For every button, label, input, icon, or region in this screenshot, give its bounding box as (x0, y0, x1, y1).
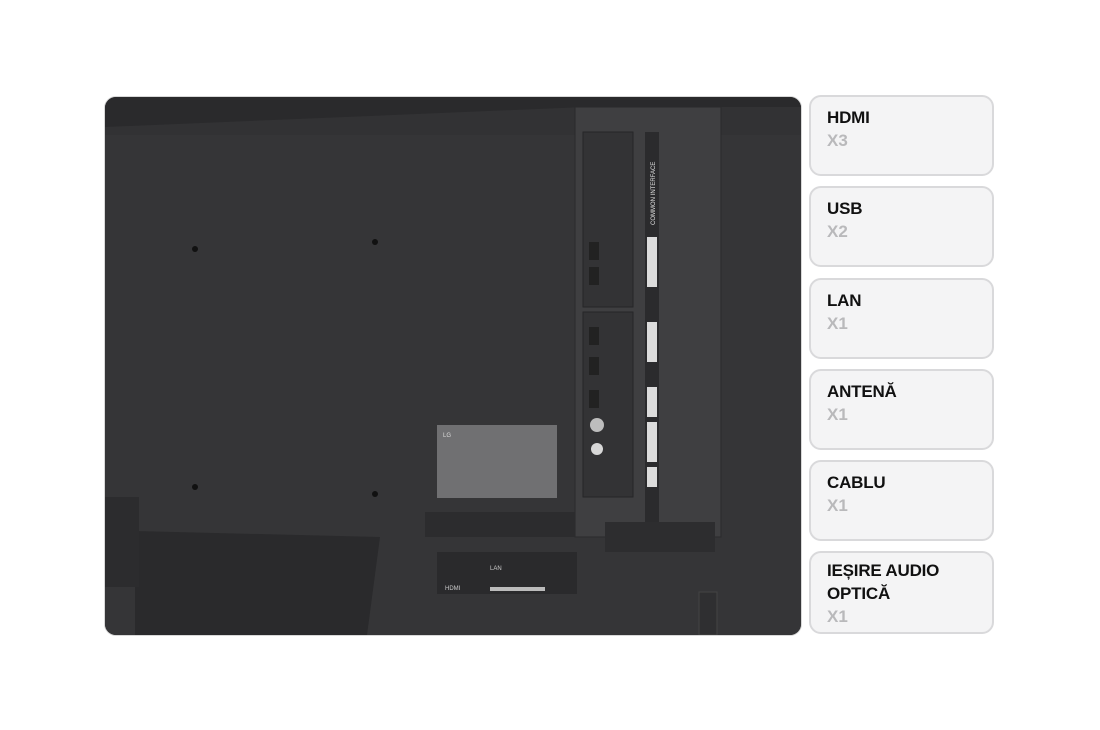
port-label: IEȘIRE AUDIO OPTICĂ (827, 561, 940, 603)
port-card-lan: LAN X1 (809, 278, 994, 359)
port-card-usb: USB X2 (809, 186, 994, 267)
port-label: HDMI (827, 108, 870, 127)
port-card-antenna: ANTENĂ X1 (809, 369, 994, 450)
port-count: X2 (827, 222, 848, 241)
port-label: LAN (827, 291, 862, 310)
port-card-optical-audio: IEȘIRE AUDIO OPTICĂ X1 (809, 551, 994, 634)
port-count: X1 (827, 314, 848, 333)
port-label: USB (827, 199, 863, 218)
port-card-cable: CABLU X1 (809, 460, 994, 541)
lg-logo-text: LG (443, 433, 451, 439)
lan-port-label: LAN (490, 566, 502, 572)
port-count: X1 (827, 405, 848, 424)
port-card-hdmi: HDMI X3 (809, 95, 994, 176)
port-label: ANTENĂ (827, 382, 897, 401)
port-count: X3 (827, 131, 848, 150)
common-interface-label: COMMON INTERFACE (651, 162, 657, 225)
rating-label (437, 425, 557, 498)
tv-rear-photo: COMMON INTERFACE LG LAN HDMI (104, 96, 802, 636)
port-count: X1 (827, 607, 848, 626)
hdmi-logo-text: HDMI (445, 586, 461, 592)
port-count: X1 (827, 496, 848, 515)
tv-rear-illustration: COMMON INTERFACE LG LAN HDMI (105, 97, 801, 635)
port-label: CABLU (827, 473, 886, 492)
